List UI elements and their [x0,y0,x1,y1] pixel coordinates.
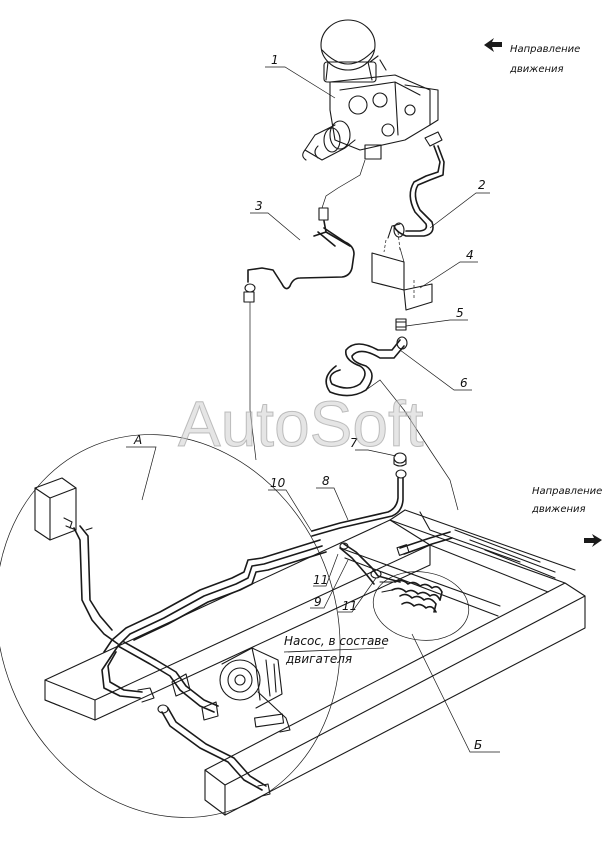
view-label-b: Б [474,738,482,752]
direction-arrow-right [584,534,602,547]
callout-11-right: 11 [342,599,357,613]
callout-5: 5 [456,306,464,320]
callout-4: 4 [466,248,474,262]
callout-10: 10 [270,476,286,490]
direction-arrow-top [484,38,502,52]
pump [219,647,291,733]
hose-6 [325,336,459,511]
watermark: AutoSoft [178,388,424,460]
callout-3: 3 [255,199,263,213]
direction-note-top-line2: движения [509,64,564,75]
booster-assembly [302,19,443,209]
direction-note-right-line1: Направление [532,486,602,497]
nut-7 [393,452,407,467]
callout-8: 8 [322,474,330,488]
pump-note-line2: двигателя [285,652,352,666]
leader-lines [126,66,500,753]
callout-7: 7 [350,436,358,450]
line-3 [243,207,355,461]
direction-note-top-line1: Направление [510,44,580,55]
line-2 [387,145,445,239]
pump-note-line1: Насос, в составе [284,634,389,648]
callout-1: 1 [271,53,279,67]
callout-9: 9 [314,595,322,609]
callout-6: 6 [460,376,468,390]
callout-2: 2 [478,178,486,192]
region-a [0,434,341,818]
direction-note-right-line2: движения [531,504,586,515]
bracket-4 [371,231,433,311]
frame-lines [103,469,453,659]
cooler-coil [372,571,470,641]
callout-11-left: 11 [313,573,328,587]
nut-5 [395,318,407,331]
view-label-a: А [133,433,142,447]
